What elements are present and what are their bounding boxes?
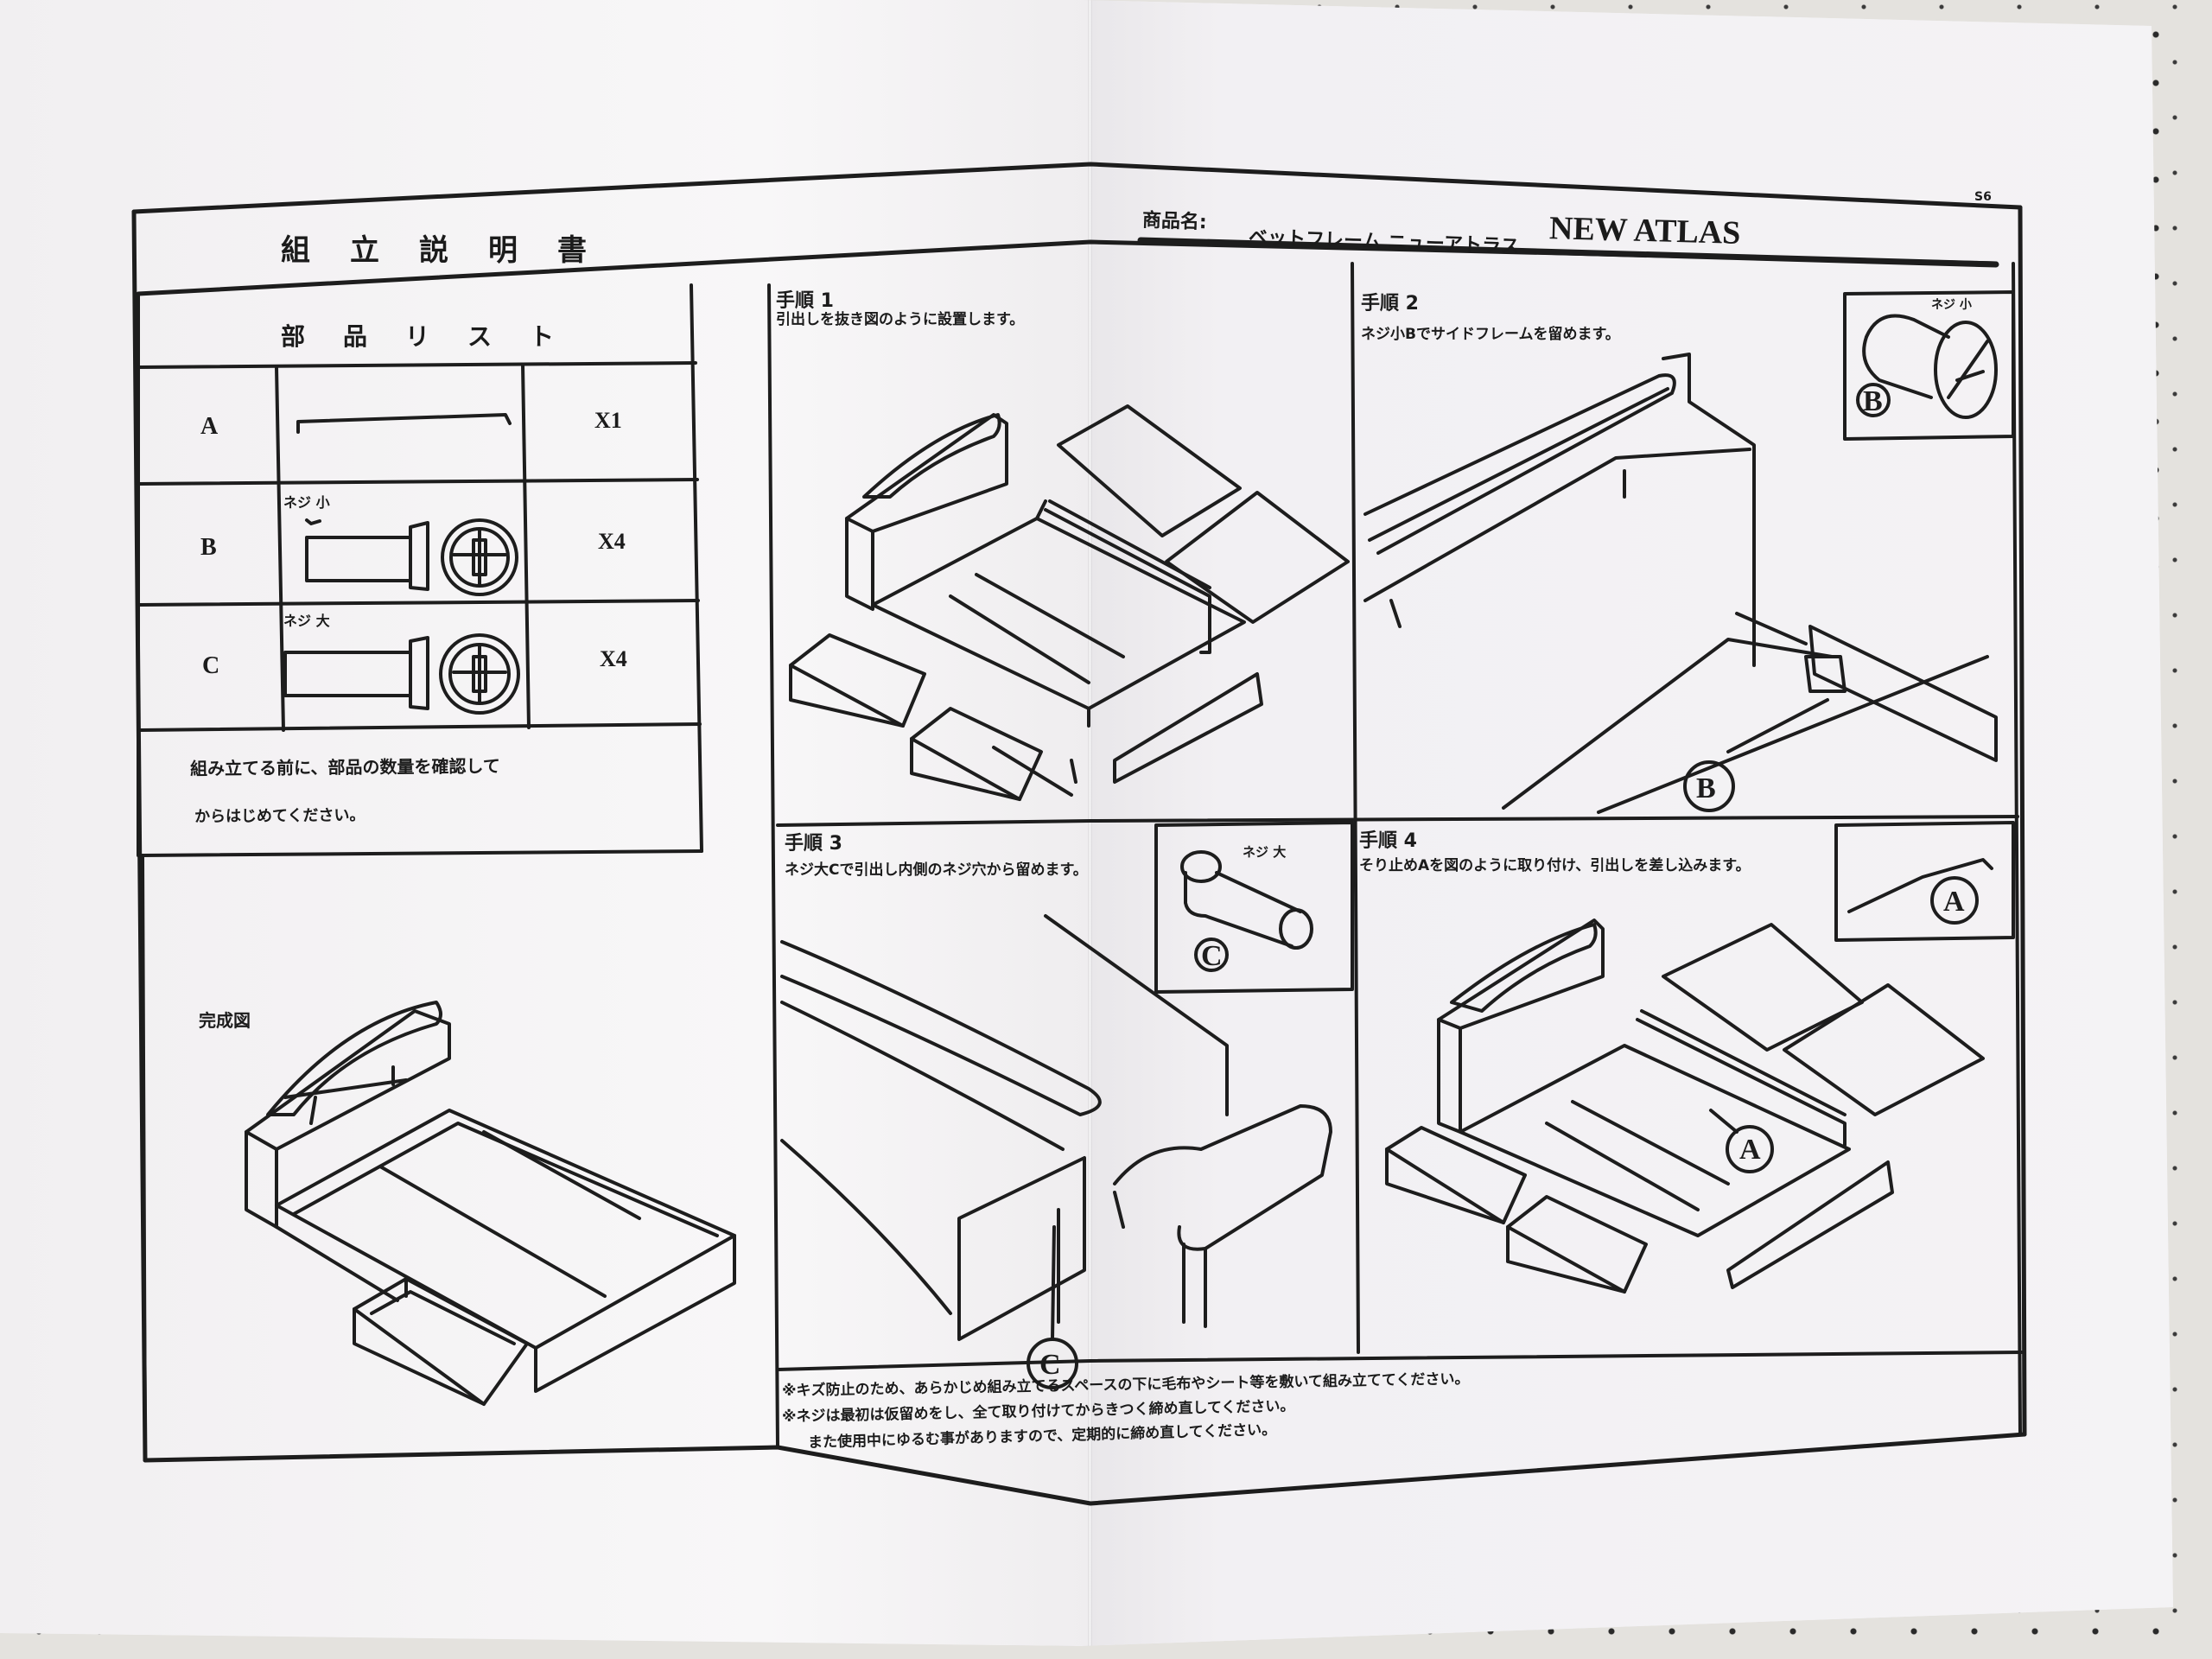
- step4-inset-box: [1834, 821, 2015, 942]
- product-label: 商品名:: [1141, 209, 1208, 234]
- brand-name: NEW ATLAS: [1548, 210, 1741, 251]
- steps-grid: [776, 262, 2024, 1436]
- header-divider: [136, 237, 1999, 296]
- paper-fold: [1088, 0, 1092, 1646]
- part-b-screw-icon: [305, 518, 518, 596]
- callout-b-letter: B: [1696, 772, 1716, 804]
- step1-drawing: [789, 404, 1350, 801]
- part-c-note: ネジ 大: [283, 613, 330, 629]
- parts-list-heading: 部 品 リ ス ト: [281, 322, 562, 351]
- step2-inset-box: [1843, 290, 2015, 441]
- step3-callout-c: [1027, 938, 1229, 1389]
- step2-text: ネジ小Bでサイドフレームを留めます。: [1361, 326, 1620, 343]
- callout-a-inset-letter: A: [1943, 886, 1965, 918]
- parts-notice-line2: からはじめてください。: [194, 806, 365, 826]
- manual-title: 組 立 説 明 書: [281, 233, 592, 268]
- step4-callout-a: [1709, 876, 1979, 1173]
- step1-text: 引出しを抜き図のように設置します。: [776, 311, 1025, 328]
- step2-inset-label: ネジ 小: [1931, 298, 1972, 312]
- callout-c-inset-letter: C: [1201, 940, 1223, 972]
- step1-title: 手順 1: [776, 290, 834, 312]
- step3-title: 手順 3: [785, 833, 842, 855]
- step4-title: 手順 4: [1359, 830, 1417, 852]
- completed-bed-drawing: [245, 1001, 736, 1406]
- part-b-qty: X4: [598, 529, 626, 554]
- part-b-id: B: [200, 534, 217, 561]
- callout-b-inset-letter: B: [1863, 385, 1883, 417]
- step3-inset-label: ネジ 大: [1243, 844, 1287, 860]
- part-a-rod-icon: [296, 413, 512, 434]
- step3-drawing: [780, 914, 1332, 1341]
- part-c-id: C: [202, 652, 220, 679]
- completed-label: 完成図: [199, 1010, 251, 1031]
- part-a-id: A: [200, 413, 219, 440]
- step2-callout-b: [1683, 383, 1891, 812]
- step4-text: そり止めAを図のように取り付け、引出しを差し込みます。: [1359, 857, 1751, 874]
- step3-inset-box: [1154, 821, 1354, 994]
- parts-notice-line1: 組み立てる前に、部品の数量を確認して: [189, 755, 500, 779]
- part-c-qty: X4: [600, 646, 627, 671]
- step3-text: ネジ大Cで引出し内側のネジ穴から留めます。: [785, 861, 1088, 879]
- step2-title: 手順 2: [1361, 293, 1419, 315]
- step2-drawing: [1363, 353, 1998, 814]
- part-b-note: ネジ 小: [283, 494, 330, 511]
- step4-drawing: [1385, 918, 1985, 1294]
- part-a-qty: X1: [594, 408, 622, 433]
- callout-a-letter: A: [1739, 1134, 1761, 1166]
- parts-table-lines: [137, 283, 779, 1462]
- callout-c-letter: C: [1039, 1349, 1061, 1381]
- page-number: S6: [1974, 190, 1992, 204]
- part-c-screw-icon: [283, 633, 520, 715]
